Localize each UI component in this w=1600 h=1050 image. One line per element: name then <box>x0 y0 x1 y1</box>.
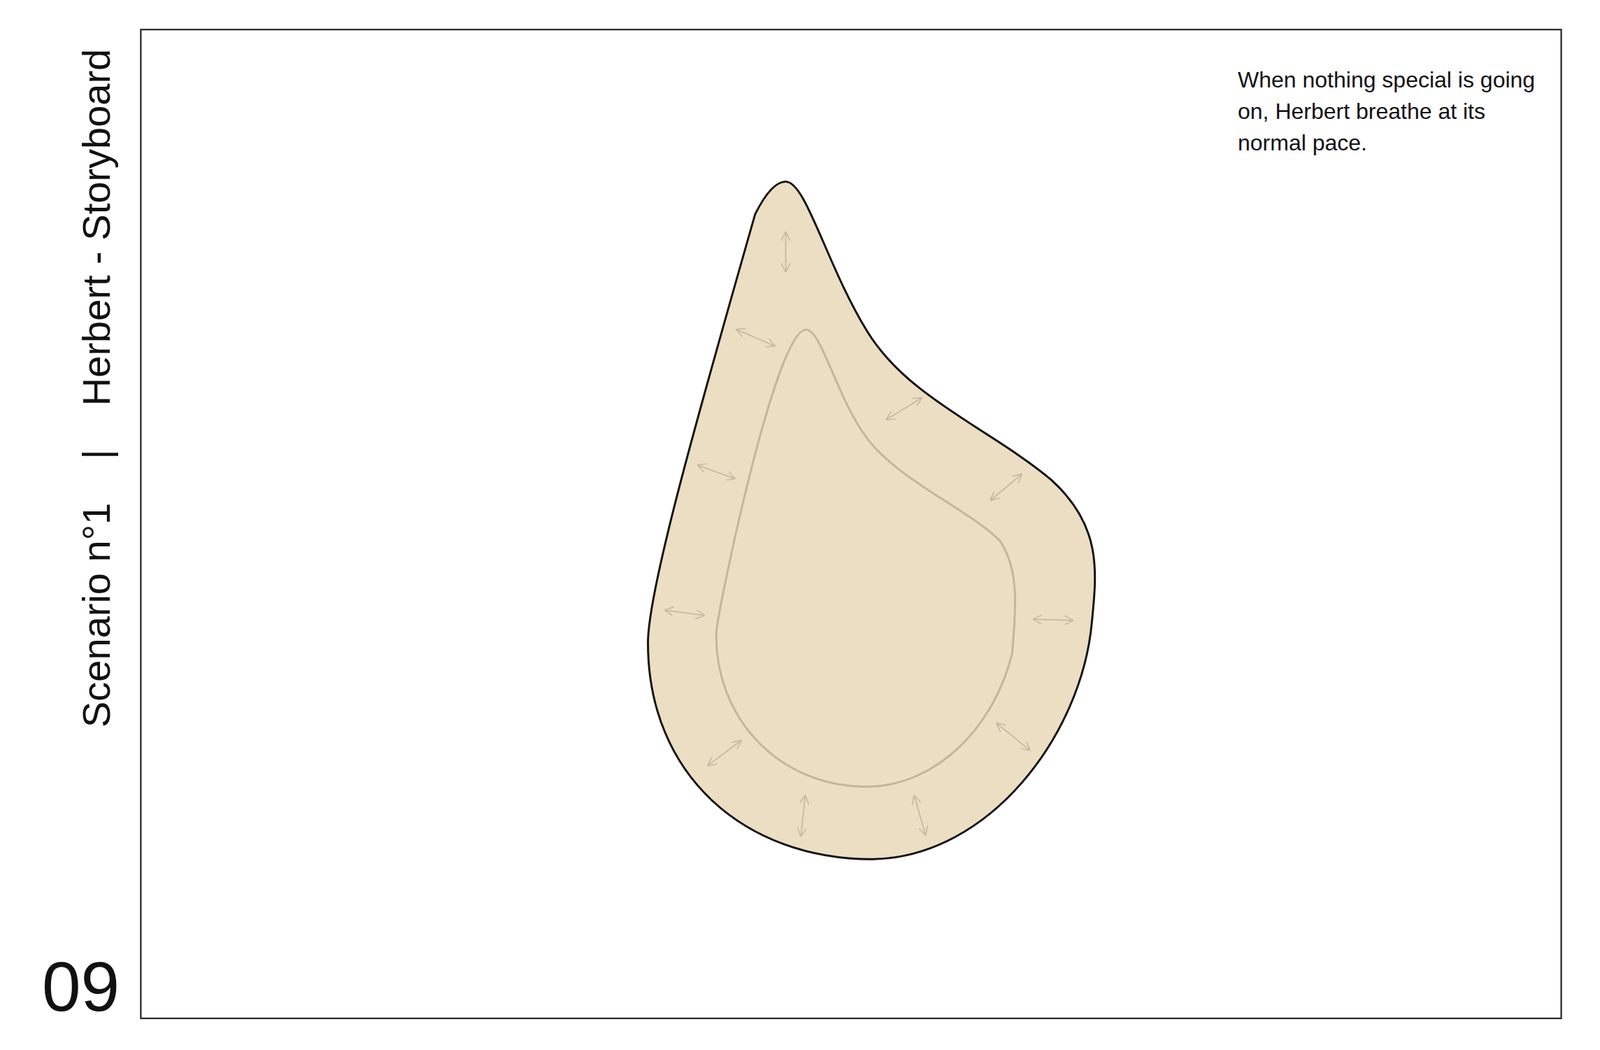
page-number: 09 <box>41 947 120 1025</box>
breathing-arrows <box>665 232 1073 836</box>
separator: | <box>72 448 121 460</box>
scenario-label: Scenario n°1 <box>72 502 121 728</box>
page-number-holder: 09 <box>41 947 120 1025</box>
frame <box>140 29 1561 1018</box>
inner-contour <box>716 329 1015 787</box>
side-heading: Scenario n°1 | Herbert - Storyboard <box>72 48 121 728</box>
storyboard-label: Herbert - Storyboard <box>72 48 121 406</box>
scene-note: When nothing special is going on, Herber… <box>1237 64 1546 159</box>
note-holder: When nothing special is going on, Herber… <box>1237 64 1546 159</box>
herbert-body <box>648 181 1096 860</box>
